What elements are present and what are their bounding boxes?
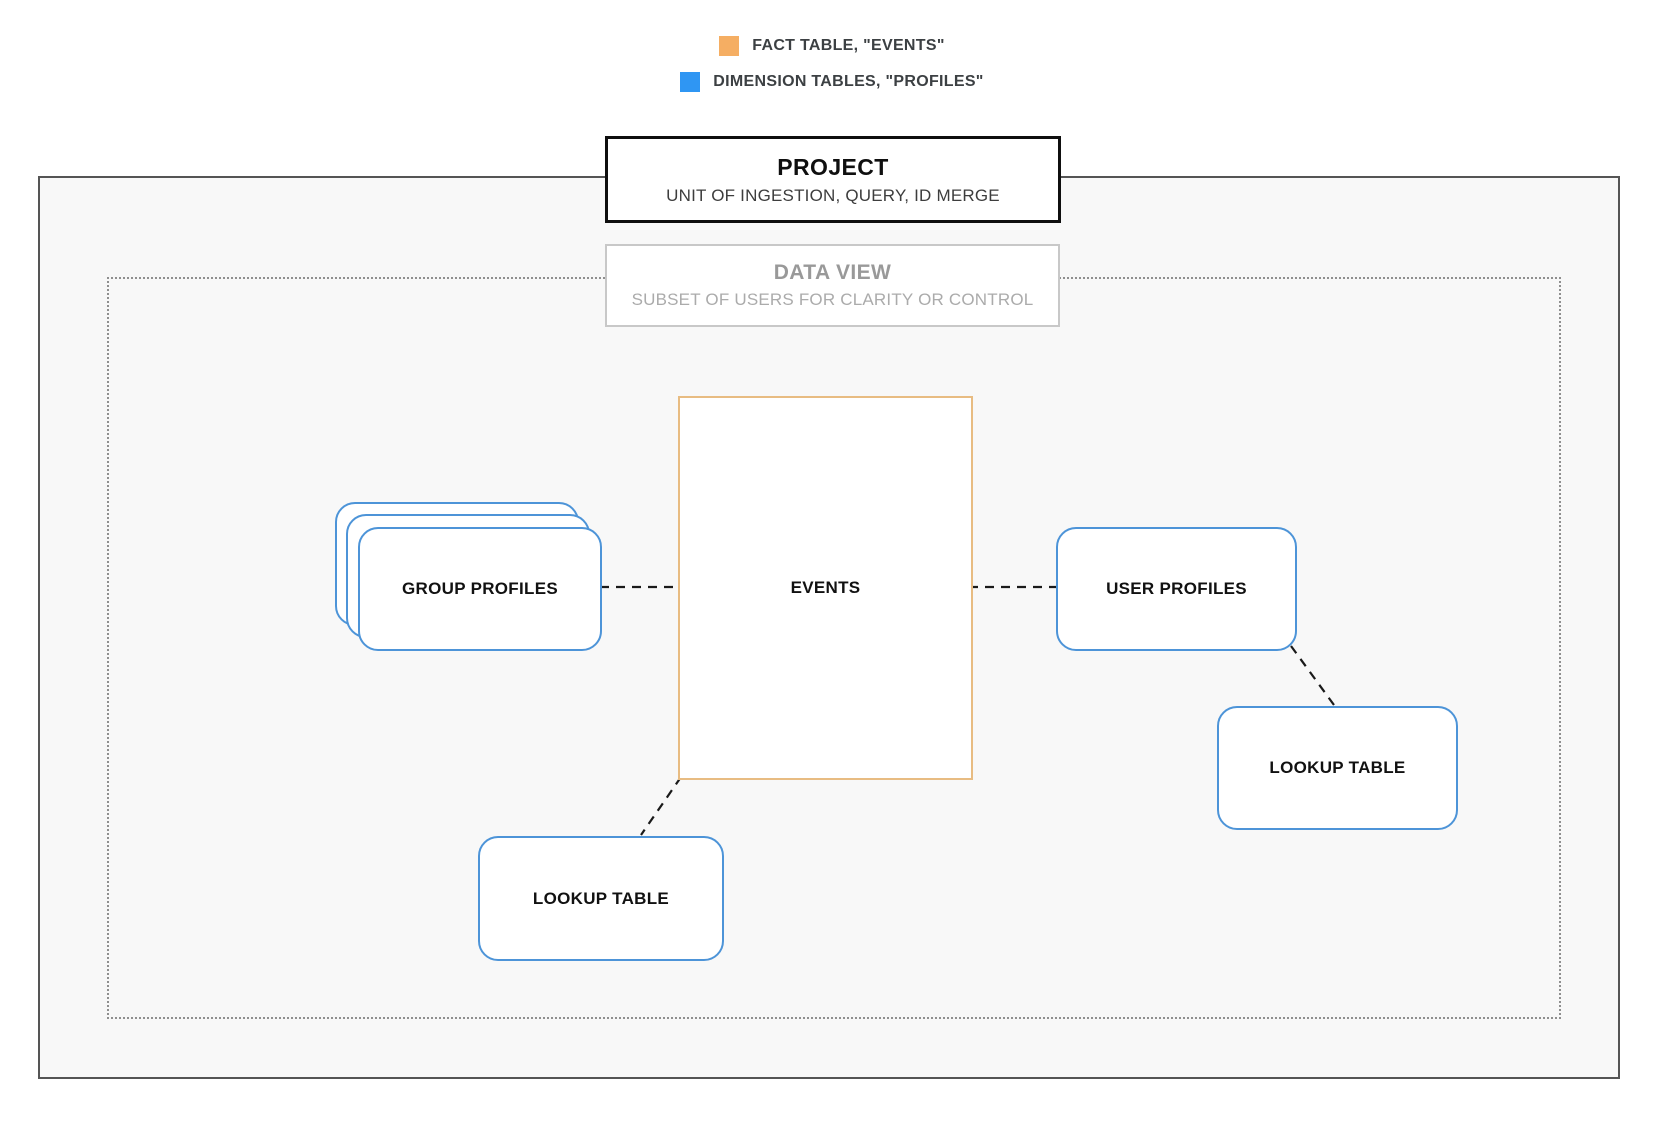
lookup-table-bottom-label: LOOKUP TABLE: [532, 888, 670, 908]
fact-table-swatch-icon: [719, 36, 740, 56]
legend-label-fact-table: FACT TABLE, "EVENTS": [752, 37, 945, 54]
connector-user-profiles-lookup-table: [1290, 645, 1335, 706]
group-profiles-label: GROUP PROFILES: [402, 579, 558, 598]
data-view-title: DATA VIEW: [773, 261, 892, 284]
legend-item-fact-table: FACT TABLE, "EVENTS": [719, 36, 944, 56]
data-view-box: DATA VIEW SUBSET OF USERS FOR CLARITY OR…: [605, 244, 1060, 327]
project-subtitle: UNIT OF INGESTION, QUERY, ID MERGE: [666, 185, 1000, 205]
user-profiles-node: USER PROFILES: [1056, 527, 1297, 651]
connector-events-lookup-table: [640, 776, 682, 836]
project-title: PROJECT: [777, 153, 889, 180]
events-label: EVENTS: [790, 578, 861, 597]
lookup-table-right-node: LOOKUP TABLE: [1217, 706, 1458, 830]
dimension-tables-swatch-icon: [680, 72, 701, 92]
legend-label-dimension-tables: DIMENSION TABLES, "PROFILES": [713, 73, 984, 90]
project-box: PROJECT UNIT OF INGESTION, QUERY, ID MER…: [605, 136, 1061, 223]
events-node: EVENTS: [678, 396, 973, 780]
legend: FACT TABLE, "EVENTS" DIMENSION TABLES, "…: [0, 36, 1664, 92]
user-profiles-label: USER PROFILES: [1106, 579, 1247, 598]
lookup-table-bottom-node: LOOKUP TABLE: [478, 836, 724, 961]
data-view-subtitle: SUBSET OF USERS FOR CLARITY OR CONTROL: [631, 290, 1034, 309]
group-profiles-node: GROUP PROFILES: [358, 527, 602, 651]
lookup-table-right-label: LOOKUP TABLE: [1269, 758, 1406, 777]
legend-item-dimension-tables: DIMENSION TABLES, "PROFILES": [680, 72, 983, 92]
